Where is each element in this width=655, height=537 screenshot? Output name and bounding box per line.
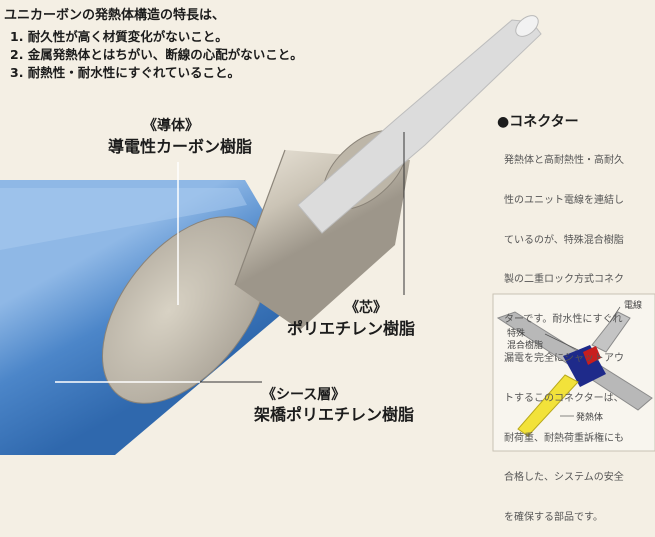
conductor-label-name: 導電性カーボン樹脂: [108, 137, 253, 156]
connector-line: 合格した、システムの安全: [504, 472, 624, 484]
sheath-label-name: 架橋ポリエチレン樹脂: [254, 405, 415, 424]
cable-structure-diagram: [0, 15, 655, 455]
connector-line: ているのが、特殊混合樹脂: [504, 234, 624, 246]
core-rod-end: [515, 15, 539, 37]
connector-wire-far: [591, 311, 631, 353]
connector-line: 耐荷重、耐熱荷重訴権にも: [504, 432, 624, 444]
intro-point-3: 3. 耐熱性・耐水性にすぐれていること。: [10, 65, 241, 80]
connector-line: を確保する部品です。: [504, 511, 603, 523]
connector-line: 漏電を完全にシャットアウ: [504, 353, 624, 365]
inset-element-label: 発熱体: [576, 413, 604, 423]
inset-resin-label-1: 特殊: [507, 329, 526, 339]
intro-point-1: 1. 耐久性が高く材質変化がないこと。: [10, 29, 228, 44]
inset-wire-label: 電線: [624, 301, 643, 311]
inset-resin-leader: [544, 333, 579, 351]
connector-title: ●コネクター: [497, 114, 579, 130]
connector-inset: [492, 293, 655, 452]
intro-point-2: 2. 金属発熱体とはちがい、断線の心配がないこと。: [10, 47, 303, 62]
sheath-label-heading: 《シース層》: [262, 387, 346, 403]
sheath-highlight: [0, 188, 247, 250]
connector-cap: [583, 346, 601, 365]
connector-line: 性のユニット電線を連結し: [504, 195, 624, 207]
connector-line: トするこのコネクターは、: [504, 393, 624, 405]
core-label-heading: 《芯》: [345, 300, 387, 316]
conductor-label-heading: 《導体》: [143, 118, 199, 134]
conductor-edge: [234, 149, 286, 286]
connector-heating-element: [517, 374, 579, 437]
connector-line: 発熱体と高耐熱性・高耐久: [504, 155, 624, 167]
inset-resin-label-2: 混合樹脂: [507, 341, 544, 351]
connector-description: 発熱体と高耐熱性・高耐久 性のユニット電線を連結し ているのが、特殊混合樹脂 製…: [504, 128, 655, 537]
inset-wire-leader: [609, 306, 621, 323]
connector-line: 製の二重ロック方式コネク: [504, 274, 624, 286]
sheath-cut-face: [101, 216, 269, 404]
intro-title: ユニカーボンの発熱体構造の特長は、: [4, 8, 226, 23]
core-label-name: ポリエチレン樹脂: [287, 319, 416, 338]
connector-line: ターです。耐水性にすぐれ: [504, 313, 623, 325]
